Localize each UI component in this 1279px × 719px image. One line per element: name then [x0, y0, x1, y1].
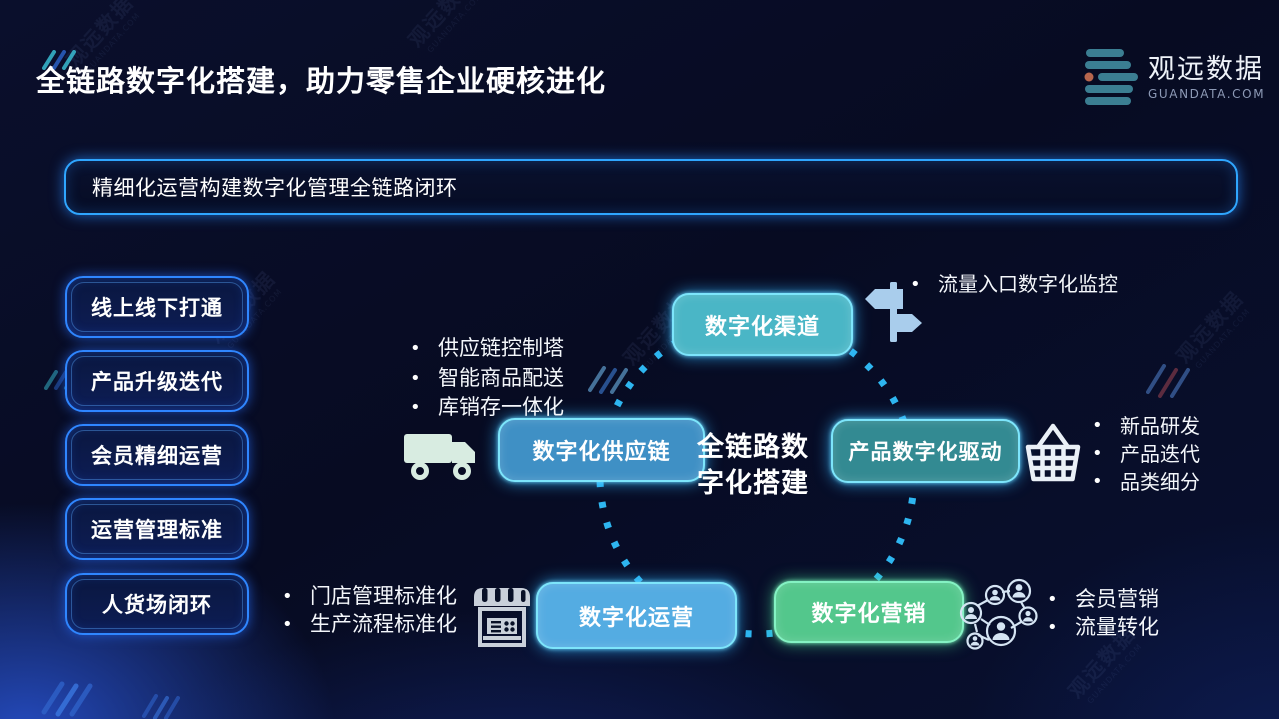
bullet-item: 流量入口数字化监控 [906, 270, 1118, 299]
node-label: 产品数字化驱动 [848, 440, 1003, 464]
sidebar-item-omnichannel: 线上线下打通 [65, 276, 249, 338]
banner: 精细化运营构建数字化管理全链路闭环 [64, 159, 1238, 215]
shopping-basket-icon [1025, 423, 1081, 482]
bullet-item: 品类细分 [1088, 468, 1200, 496]
bullet-item: 智能商品配送 [406, 364, 564, 394]
slash-decoration [42, 50, 76, 70]
guandata-logo-icon [1084, 49, 1138, 105]
slash-decoration [41, 681, 93, 717]
bullet-item: 新品研发 [1088, 412, 1200, 440]
node-label: 数字化运营 [578, 605, 694, 631]
logo-domain: GUANDATA.COM [1148, 87, 1266, 101]
operation-bullet-list: 门店管理标准化 生产流程标准化 [278, 583, 457, 638]
channel-bullet-list: 流量入口数字化监控 [906, 270, 1118, 299]
bullet-item: 门店管理标准化 [278, 583, 457, 611]
logo-name: 观远数据 [1148, 54, 1264, 85]
banner-text: 精细化运营构建数字化管理全链路闭环 [92, 176, 458, 200]
people-network-icon [959, 578, 1038, 650]
truck-icon [404, 434, 475, 480]
bullet-item: 生产流程标准化 [278, 611, 457, 639]
slash-decoration [142, 694, 180, 719]
slash-decoration [588, 366, 628, 394]
logo-text: 观远数据 GUANDATA.COM [1148, 56, 1265, 100]
center-line1: 全链路数 [697, 432, 809, 463]
node-label: 数字化供应链 [532, 440, 671, 465]
center-line2: 字化搭建 [697, 468, 809, 499]
sidebar-item-operation-standard: 运营管理标准 [65, 498, 249, 560]
node-digital-operation: 数字化运营 [536, 582, 737, 649]
bullet-item: 产品迭代 [1088, 440, 1200, 468]
node-digital-supply-chain: 数字化供应链 [498, 418, 705, 482]
sidebar-item-member-operation: 会员精细运营 [65, 424, 249, 486]
storefront-icon [474, 588, 530, 647]
slash-decoration [1146, 364, 1190, 398]
bullet-item: 流量转化 [1043, 614, 1159, 642]
bullet-item: 供应链控制塔 [406, 334, 564, 364]
sidebar-item-product-upgrade: 产品升级迭代 [65, 350, 249, 412]
product-bullet-list: 新品研发 产品迭代 品类细分 [1088, 412, 1200, 496]
bullet-item: 库销存一体化 [406, 393, 564, 423]
diagram-center-title: 全链路数 字化搭建 [697, 430, 837, 502]
signpost-icon [865, 282, 922, 342]
sidebar-item-people-goods-place: 人货场闭环 [65, 573, 249, 635]
node-label: 数字化渠道 [704, 314, 820, 340]
supply-bullet-list: 供应链控制塔 智能商品配送 库销存一体化 [406, 334, 564, 423]
node-label: 数字化营销 [811, 602, 927, 627]
marketing-bullet-list: 会员营销 流量转化 [1043, 586, 1159, 641]
bullet-item: 会员营销 [1043, 586, 1159, 614]
node-digital-channel: 数字化渠道 [672, 293, 853, 356]
page-title: 全链路数字化搭建，助力零售企业硬核进化 [36, 64, 607, 98]
node-product-digital-drive: 产品数字化驱动 [831, 419, 1020, 483]
node-digital-marketing: 数字化营销 [774, 581, 964, 643]
